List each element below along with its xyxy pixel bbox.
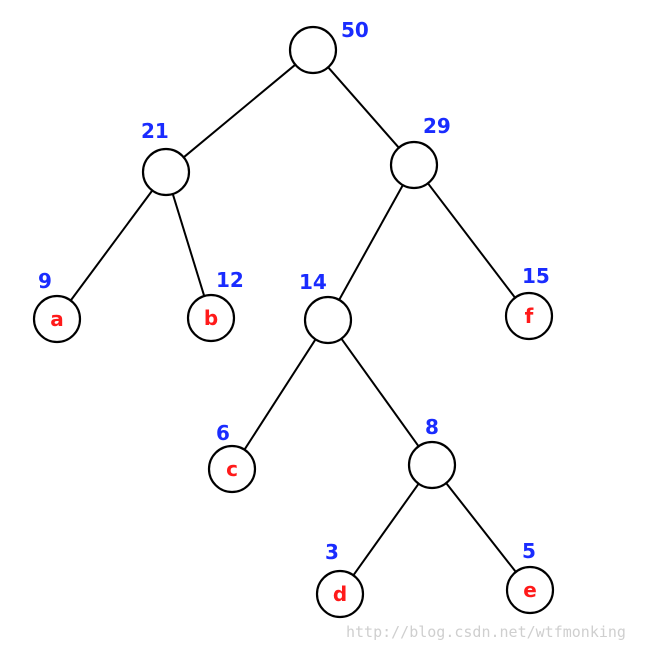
weight-label-leaf-b: 12 xyxy=(216,268,244,292)
node-circle-leaf-c xyxy=(207,444,257,494)
leaf-letter-a: a xyxy=(50,307,64,331)
node-circle-leaf-e xyxy=(505,565,555,615)
tree-node-leaf-a: a9 xyxy=(32,269,82,344)
leaf-letter-d: d xyxy=(333,582,347,606)
tree-node-n21: 21 xyxy=(141,119,191,197)
weight-label-leaf-a: 9 xyxy=(38,269,52,293)
edge-n8-to-leaf-d xyxy=(352,483,420,576)
weight-label-leaf-f: 15 xyxy=(522,264,550,288)
node-circle-leaf-d xyxy=(315,569,365,619)
weight-label-n8: 8 xyxy=(425,415,439,439)
node-circle-leaf-b xyxy=(186,293,236,343)
tree-node-leaf-f: f 15 xyxy=(504,264,554,341)
edge-root-to-n21 xyxy=(183,63,296,159)
tree-node-n14: 14 xyxy=(299,270,353,345)
leaf-letter-e: e xyxy=(523,578,537,602)
tree-node-n29: 29 xyxy=(389,114,451,190)
node-circle-n29 xyxy=(389,140,439,190)
node-circle-leaf-a xyxy=(32,294,82,344)
node-circle-n8 xyxy=(407,440,457,490)
weight-label-n21: 21 xyxy=(141,119,169,143)
weight-label-n14: 14 xyxy=(299,270,327,294)
edge-n14-to-leaf-c xyxy=(243,338,317,451)
node-circle-root xyxy=(288,25,338,75)
tree-node-leaf-e: e5 xyxy=(505,539,555,615)
tree-node-leaf-c: c6 xyxy=(207,421,257,494)
watermark-text: http://blog.csdn.net/wtfmonking xyxy=(346,623,626,641)
weight-label-n29: 29 xyxy=(423,114,451,138)
node-circle-leaf-f xyxy=(504,291,554,341)
edge-n29-to-n14 xyxy=(338,184,404,301)
tree-node-leaf-b: b 12 xyxy=(186,268,244,343)
tree-node-leaf-d: d3 xyxy=(315,540,365,619)
edge-n8-to-leaf-e xyxy=(445,482,517,573)
weight-label-leaf-d: 3 xyxy=(325,540,339,564)
edge-n29-to-leaf-f xyxy=(427,182,516,299)
weight-label-root: 50 xyxy=(341,18,369,42)
leaf-letter-c: c xyxy=(226,457,238,481)
tree-node-n8: 8 xyxy=(407,415,457,490)
edge-n14-to-n8 xyxy=(340,338,420,447)
node-circle-n21 xyxy=(141,147,191,197)
edge-n21-to-leaf-a xyxy=(69,189,154,302)
leaf-letter-b: b xyxy=(204,306,218,330)
weight-label-leaf-e: 5 xyxy=(522,539,536,563)
edge-root-to-n29 xyxy=(327,66,400,149)
edges-layer xyxy=(69,63,517,576)
weight-label-leaf-c: 6 xyxy=(216,421,230,445)
edge-n21-to-leaf-b xyxy=(171,193,206,297)
node-circle-n14 xyxy=(303,295,353,345)
leaf-letter-f: f xyxy=(525,304,534,328)
tree-node-root: 50 xyxy=(288,18,369,75)
